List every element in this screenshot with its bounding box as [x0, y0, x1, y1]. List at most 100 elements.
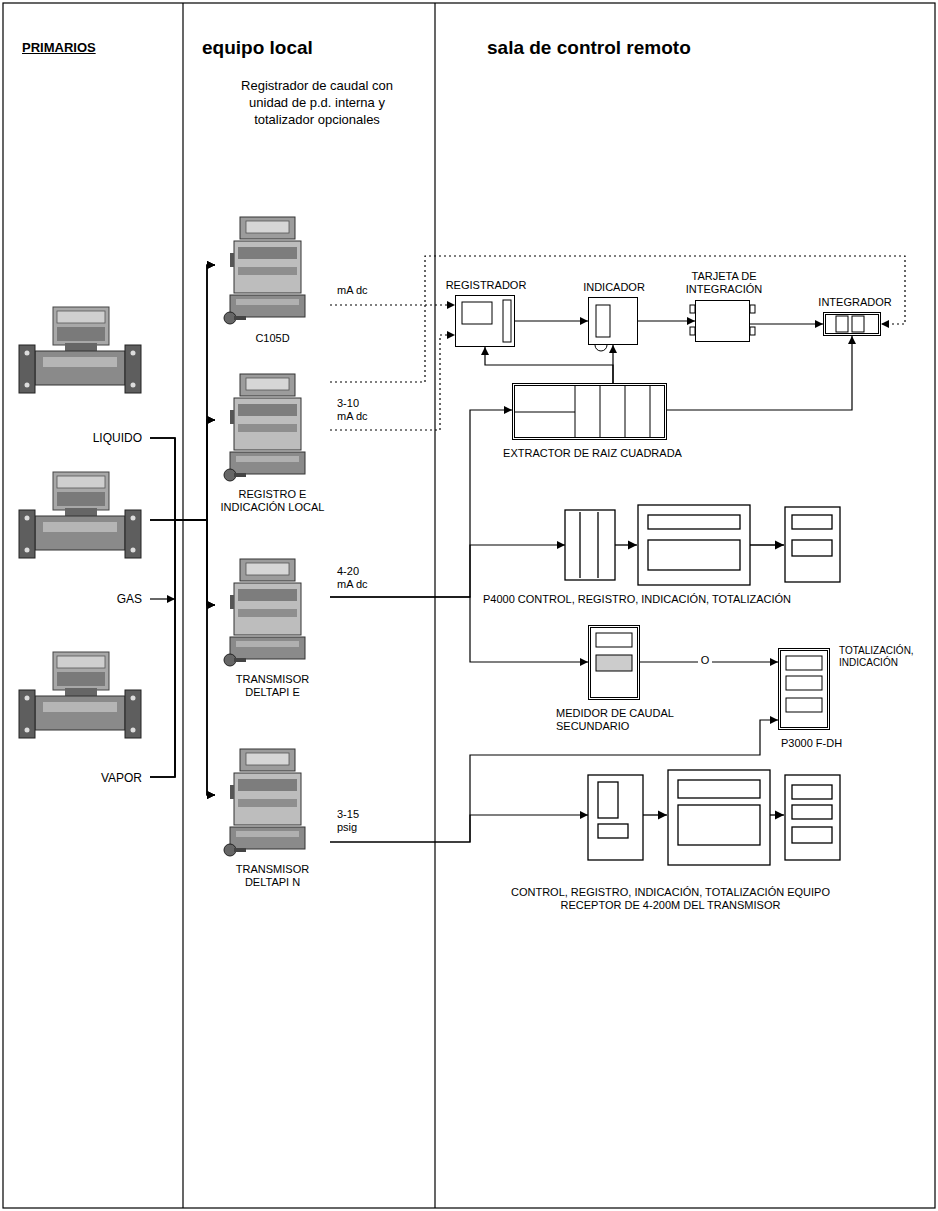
drawing-part [792, 805, 832, 819]
process-line [150, 520, 215, 795]
node-label: REGISTRADOR [436, 279, 536, 292]
integration-card-box: TARJETA DE INTEGRACIÓN [695, 300, 750, 342]
drawing-part [650, 386, 651, 437]
drawing-part [579, 512, 580, 578]
p4000-group: P4000 CONTROL, REGISTRO, INDICACIÓN, TOT… [565, 505, 895, 615]
drawing-part [643, 814, 667, 815]
drawing-part [678, 805, 760, 845]
process-line [150, 420, 215, 520]
drawing-part [3, 3, 935, 1208]
receiver-units [588, 770, 840, 865]
drawing-part [596, 655, 632, 671]
drawing-part [600, 386, 601, 437]
node-label: TOTALIZACIÓN, INDICACIÓN [839, 645, 937, 669]
drawing-part [648, 515, 740, 529]
signal-label: mA dc [337, 284, 387, 297]
node-label: LIQUIDO [15, 431, 142, 445]
process-line [150, 520, 215, 605]
primary-illustrations [19, 307, 141, 738]
column-heading: PRIMARIOS [22, 40, 162, 57]
node-label: TRANSMISOR DELTAPI E [215, 673, 330, 699]
receiver-group: CONTROL, REGISTRO, INDICACIÓN, TOTALIZAC… [588, 770, 848, 920]
signal-label: O [698, 654, 712, 667]
drawing-part [770, 814, 784, 815]
primary-element: LIQUIDO [15, 295, 150, 450]
node-label: MEDIDOR DE CAUDAL SECUNDARIO [556, 707, 706, 733]
drawing-part [598, 782, 618, 818]
drawing-part [224, 749, 305, 856]
node-label: C105D [215, 332, 330, 345]
p4000-units [565, 505, 840, 585]
drawing-part [792, 515, 832, 529]
device-illustrations [224, 217, 305, 856]
secondary-meter-box: MEDIDOR DE CAUDAL SECUNDARIO [588, 625, 640, 700]
p3000-box: TOTALIZACIÓN, INDICACIÓNP3000 F-DH [778, 648, 830, 730]
process-line [150, 438, 215, 605]
drawing-part [836, 316, 848, 332]
drawing-part [596, 633, 632, 647]
process-line [150, 520, 215, 777]
drawing-part [750, 305, 755, 313]
square-root-extractor: EXTRACTOR DE RAIZ CUADRADA [512, 383, 667, 440]
node-label: REGISTRO E INDICACIÓN LOCAL [215, 488, 330, 514]
signal-line [330, 256, 905, 382]
drawing-part [224, 374, 305, 481]
drawing-part [792, 540, 832, 556]
primary-element: GAS [15, 465, 150, 610]
drawing-part [668, 770, 770, 865]
drawing-part [638, 505, 750, 585]
signal-line [485, 347, 613, 383]
signal-line [515, 320, 588, 321]
drawing-part [852, 316, 864, 332]
process-line [150, 265, 215, 520]
process-line [150, 420, 215, 520]
process-line [150, 265, 215, 520]
node-label: P4000 CONTROL, REGISTRO, INDICACIÓN, TOT… [483, 593, 938, 606]
drawing-part [750, 544, 784, 545]
recorder-box: REGISTRADOR [455, 295, 515, 347]
node-label: INDICADOR [564, 281, 664, 294]
drawing-part [588, 775, 643, 860]
drawing-part [598, 824, 628, 838]
drawing-part [19, 307, 141, 393]
local-instrument: TRANSMISOR DELTAPI E [215, 555, 330, 705]
drawing-part [750, 327, 755, 335]
drawing-part [434, 3, 435, 1208]
node-label: EXTRACTOR DE RAIZ CUADRADA [495, 447, 690, 460]
column-heading: sala de control remoto [487, 36, 887, 61]
drawing-part [565, 510, 615, 580]
frame [3, 3, 935, 1208]
signal-line [667, 336, 852, 410]
process-line [150, 438, 215, 795]
process-line [150, 420, 215, 777]
drawing-part [595, 345, 607, 351]
gas-arrow [150, 598, 175, 599]
node-label: P3000 F-DH [781, 737, 871, 750]
node-label: INTEGRADOR [805, 296, 905, 309]
signal-line [750, 323, 823, 324]
drawing-part [462, 302, 492, 324]
node-label: CONTROL, REGISTRO, INDICACIÓN, TOTALIZAC… [498, 886, 843, 912]
signal-line [330, 335, 455, 430]
drawing-part [785, 775, 840, 860]
local-instrument: REGISTRO E INDICACIÓN LOCAL [215, 370, 330, 530]
signal-label: 3-15 psig [337, 808, 373, 833]
local-instrument: TRANSMISOR DELTAPI N [215, 745, 330, 910]
signal-line [638, 320, 695, 321]
drawing-part [786, 698, 822, 712]
process-line [150, 265, 215, 777]
integrator-box: INTEGRADOR [823, 312, 881, 336]
signal-label: 3-10 mA dc [337, 397, 373, 422]
node-label: TARJETA DE INTEGRACIÓN [674, 270, 774, 296]
column-heading: equipo local [202, 36, 422, 61]
indicator-box: INDICADOR [588, 297, 638, 345]
drawing-part [19, 652, 141, 738]
drawing-part [224, 559, 305, 666]
column-subheading: Registrador de caudal con unidad de p.d.… [232, 78, 402, 129]
signal-line [612, 345, 613, 383]
signal-label: 4-20 mA dc [337, 565, 373, 590]
drawing-part [625, 386, 626, 437]
drawing-part [503, 300, 511, 342]
